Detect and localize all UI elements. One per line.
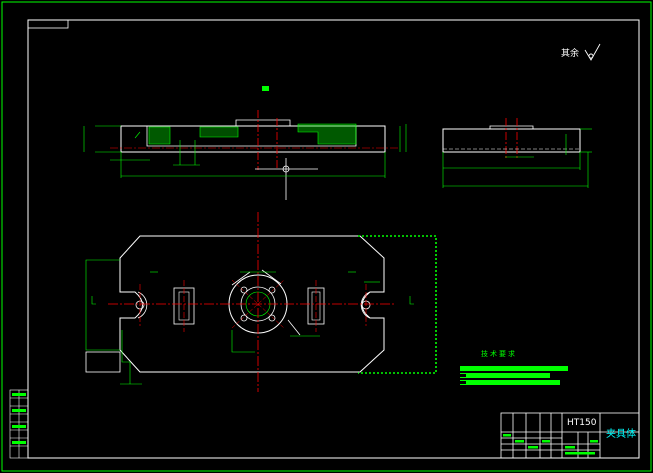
tech-requirements-heading: 技术要求 — [481, 350, 517, 358]
title-block — [500, 412, 640, 459]
revision-strip — [9, 389, 29, 459]
tech-requirements-lines — [460, 366, 568, 385]
side-view — [442, 118, 592, 188]
plan-view — [85, 212, 437, 392]
material-label: HT150 — [567, 418, 597, 428]
roughness-symbol-icon — [584, 43, 601, 61]
part-name-label: 夹具体 — [606, 429, 636, 440]
roughness-note: 其余 — [561, 49, 580, 59]
front-view — [83, 86, 407, 200]
